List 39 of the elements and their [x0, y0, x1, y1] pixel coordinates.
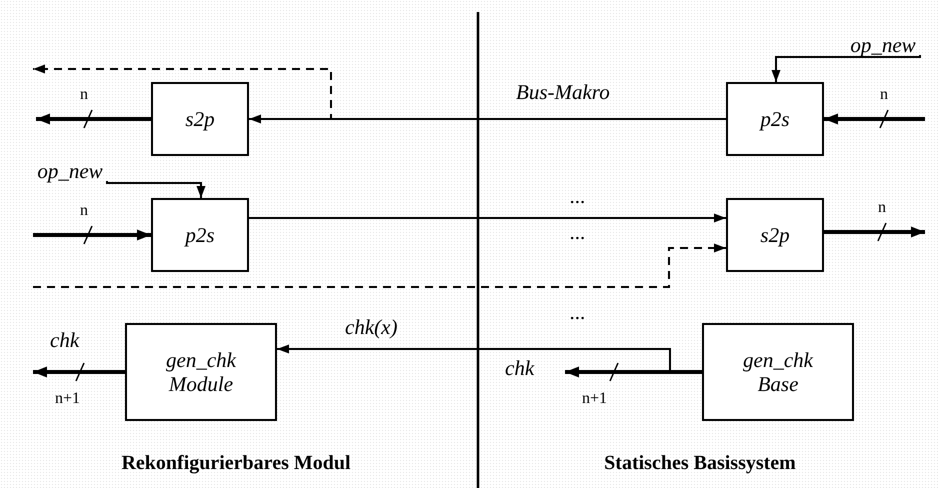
module-name: gen_chk Base	[742, 348, 814, 396]
signal-name: chk	[505, 356, 534, 381]
ellipsis: ...	[570, 220, 586, 245]
arrow	[772, 55, 921, 82]
ellipsis: ...	[570, 184, 586, 209]
module-name: s2p	[185, 106, 215, 132]
edge-label: n	[878, 199, 886, 217]
arrow	[565, 366, 702, 378]
module-box	[151, 198, 249, 272]
ellipsis: ...	[570, 300, 586, 325]
arrow	[33, 366, 125, 378]
module-box	[151, 82, 249, 156]
module-box	[125, 323, 277, 421]
edge-label: n+1	[582, 390, 608, 408]
signal-name: op_new	[846, 35, 920, 55]
module-name: s2p	[760, 222, 790, 248]
module-box	[702, 323, 854, 421]
arrow	[33, 230, 151, 240]
edge-label: Bus-Makro	[516, 80, 610, 105]
edge-label: n	[80, 86, 88, 104]
edge-label: n+1	[55, 390, 80, 408]
section-title: Rekonfigurierbares Modul	[121, 452, 351, 475]
arrow	[824, 226, 925, 238]
arrow	[824, 114, 925, 124]
signal-name: op_new	[33, 162, 107, 181]
section-title: Statisches Basissystem	[604, 452, 796, 475]
module-name: p2s	[760, 106, 790, 132]
arrow	[36, 114, 151, 124]
module-box	[726, 82, 824, 156]
module-name: p2s	[185, 222, 215, 248]
arrow	[33, 244, 726, 288]
edge-label: n	[880, 86, 888, 104]
signal-name: chk	[50, 328, 80, 353]
module-name: gen_chk Module	[165, 348, 238, 396]
module-box	[726, 198, 824, 272]
edge-label: chk(x)	[345, 315, 398, 340]
arrow	[249, 214, 726, 222]
arrow	[106, 181, 206, 198]
edge-label: n	[80, 202, 88, 220]
